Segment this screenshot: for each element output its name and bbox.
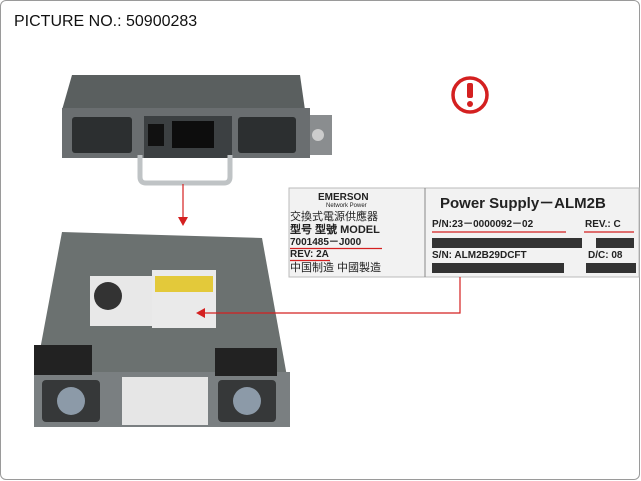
power-supply-top-photo xyxy=(34,232,290,427)
label-closeup-photo xyxy=(288,187,640,278)
callout-arrow-label xyxy=(196,277,461,318)
label-date-code: D/C: 08 xyxy=(588,250,623,261)
power-supply-front-photo xyxy=(62,75,332,186)
label-rev: REV: 2A xyxy=(290,249,329,260)
label-model: 7001485－J000 xyxy=(290,237,362,248)
label-cn-line: 交換式電源供應器 xyxy=(290,211,378,223)
callout-arrow-top xyxy=(178,184,188,226)
label-revision: REV.: C xyxy=(585,219,621,230)
exclamation-circle-icon xyxy=(451,76,489,114)
label-brand: EMERSON xyxy=(318,192,369,203)
label-brand-sub: Network Power xyxy=(326,203,367,209)
label-serial-number: S/N: ALM2B29DCFT xyxy=(432,250,527,261)
label-title: Power Supply－ALM2B xyxy=(440,195,606,212)
picture-number: PICTURE NO.: 50900283 xyxy=(14,13,198,30)
label-model-line: 型号 型號 MODEL xyxy=(290,224,380,236)
label-part-number: P/N:23－0000092－02 xyxy=(432,219,534,230)
label-made-in: 中国制造 中國製造 xyxy=(290,262,382,274)
